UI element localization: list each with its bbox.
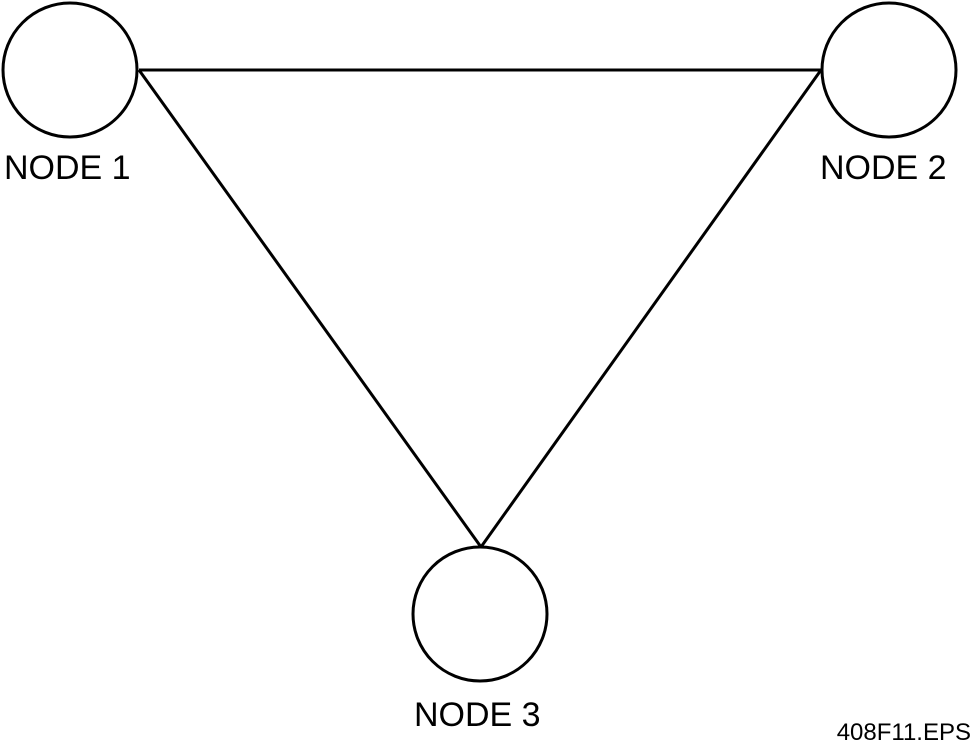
node-2-label: NODE 2 <box>820 149 947 187</box>
node-2-circle <box>820 1 958 139</box>
node-3-circle <box>411 545 549 683</box>
node-1-label: NODE 1 <box>4 149 131 187</box>
node-3-label: NODE 3 <box>414 696 541 734</box>
edge-node-1-node-3 <box>137 69 483 548</box>
figure-file-label: 408F11.EPS <box>836 719 971 746</box>
node-1-circle <box>1 1 139 139</box>
edge-node-2-node-3 <box>479 69 823 548</box>
